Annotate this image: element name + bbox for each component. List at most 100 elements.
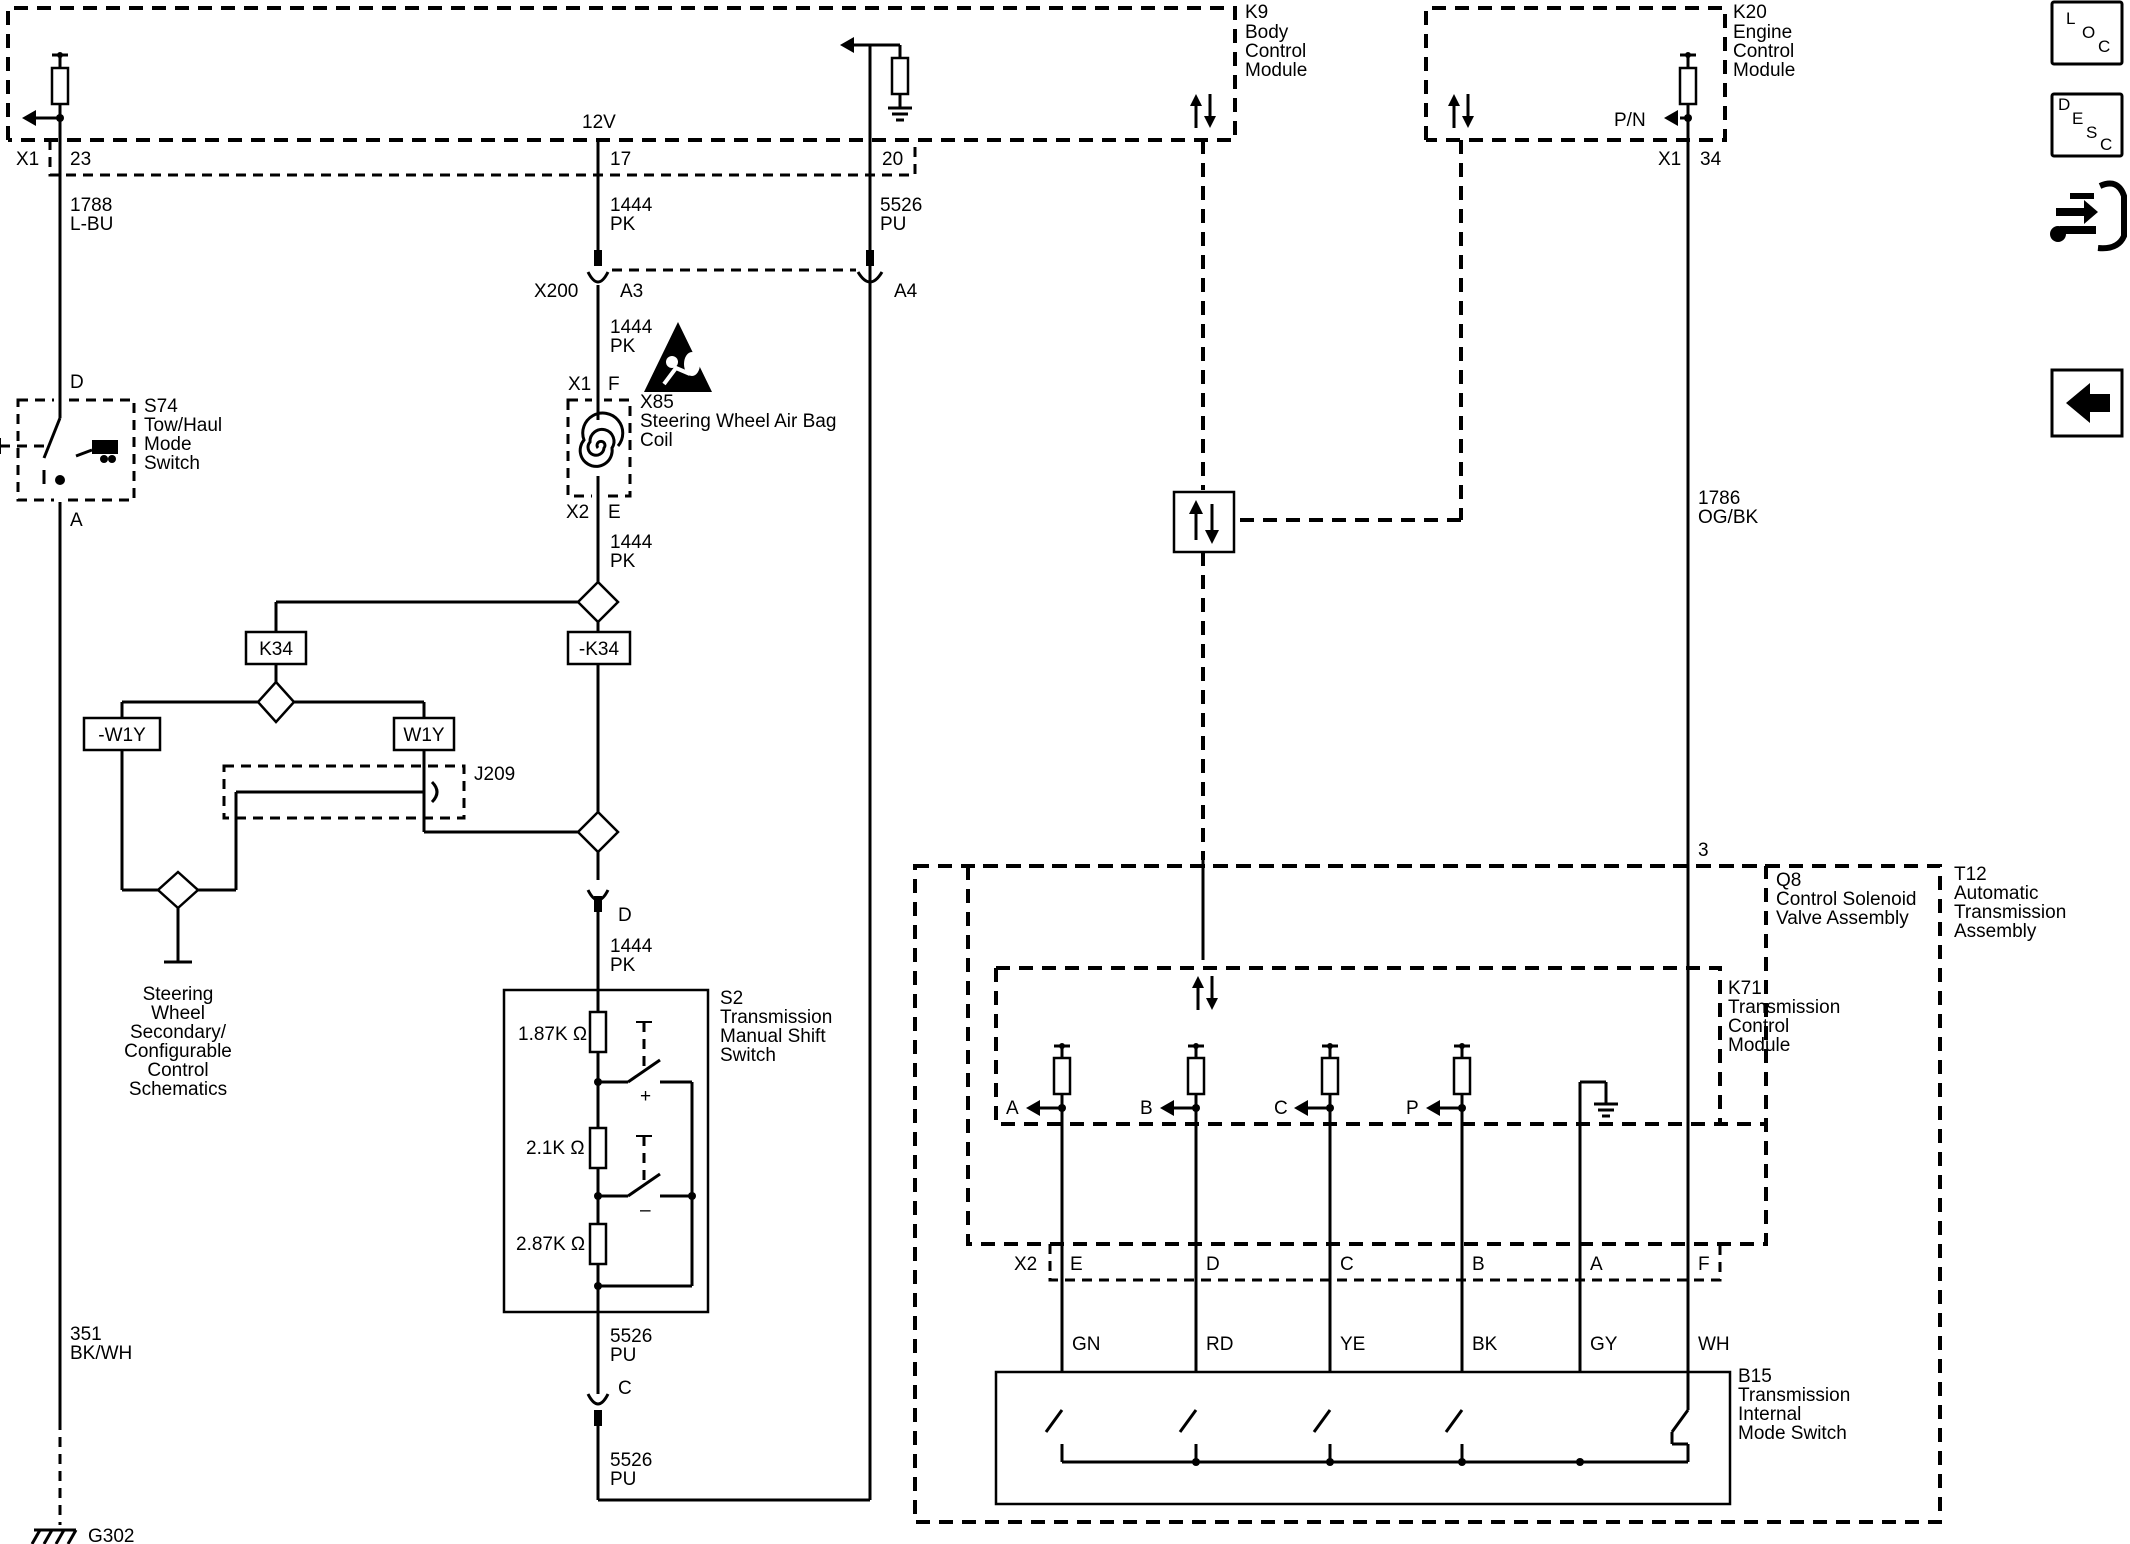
connector-wrench-icon[interactable] bbox=[2050, 180, 2127, 252]
steering-wheel-secondary-note[interactable]: Steering Wheel Secondary/ Configurable C… bbox=[124, 984, 232, 1100]
wire-5526c-color: PU bbox=[610, 1469, 636, 1490]
s2-connector-d bbox=[586, 889, 610, 912]
wire-1444b-color: PK bbox=[610, 336, 636, 357]
plus-sign: + bbox=[640, 1086, 651, 1107]
a3-label: A3 bbox=[620, 281, 643, 302]
j209-label: J209 bbox=[474, 764, 515, 785]
j209-connector[interactable] bbox=[222, 750, 466, 890]
x85-ref: X85 bbox=[640, 392, 674, 413]
k71-line3: Module bbox=[1728, 1035, 1790, 1056]
t12-x2-label: X2 bbox=[1014, 1254, 1037, 1275]
x2-pin-f: F bbox=[1698, 1254, 1710, 1275]
k9-body-control-module[interactable]: K9 Body Control Module bbox=[6, 2, 1307, 142]
wire-gn: GN bbox=[1072, 1334, 1101, 1355]
k20-line2: Control bbox=[1733, 41, 1794, 62]
wire-1788-circuit: 1788 bbox=[70, 195, 112, 216]
x2-pin-e: E bbox=[1070, 1254, 1083, 1275]
q8-control-solenoid-valve-assembly[interactable] bbox=[966, 864, 1768, 1246]
desc-letter-s: S bbox=[2086, 123, 2097, 142]
k20-line3: Module bbox=[1733, 60, 1795, 81]
wire-1444d-color: PK bbox=[610, 955, 636, 976]
back-arrow-icon[interactable] bbox=[2050, 368, 2124, 438]
option-not-w1y[interactable]: -W1Y bbox=[82, 716, 162, 752]
s2-connector-c bbox=[586, 1393, 610, 1426]
wire-1444a-circuit: 1444 bbox=[610, 195, 653, 216]
k9-x1-connector-strip bbox=[48, 140, 917, 177]
x85-steering-wheel-airbag-coil[interactable] bbox=[566, 398, 632, 498]
wire-1786-color: OG/BK bbox=[1698, 507, 1759, 528]
loc-letter-c: C bbox=[2098, 37, 2110, 56]
wire-351-color: BK/WH bbox=[70, 1343, 132, 1364]
t12-line1: Automatic bbox=[1954, 883, 2038, 904]
minus-sign: – bbox=[640, 1200, 651, 1221]
x85-line1: Steering Wheel Air Bag bbox=[640, 411, 836, 432]
pin-20-label: 20 bbox=[882, 149, 903, 170]
wire-1444c-circuit: 1444 bbox=[610, 532, 653, 553]
note-line6: Schematics bbox=[129, 1079, 227, 1100]
wire-5526b-circuit: 5526 bbox=[610, 1326, 652, 1347]
q8-line1: Control Solenoid bbox=[1776, 889, 1916, 910]
k71-output-c bbox=[1294, 1043, 1340, 1410]
k9-line3: Module bbox=[1245, 60, 1307, 81]
s74-line1: Tow/Haul bbox=[144, 415, 222, 436]
wire-5526a-color: PU bbox=[880, 214, 906, 235]
splice-steering-secondary bbox=[156, 870, 200, 910]
k9-data-arrows-icon bbox=[1190, 94, 1216, 128]
k71-out-c: C bbox=[1274, 1098, 1288, 1119]
q8-ref: Q8 bbox=[1776, 870, 1801, 891]
serial-data-gateway-icon[interactable] bbox=[1172, 490, 1236, 554]
s2-line3: Switch bbox=[720, 1045, 776, 1066]
wire-351-circuit: 351 bbox=[70, 1324, 102, 1345]
k20-engine-control-module[interactable]: K20 Engine Control Module bbox=[1424, 2, 1795, 142]
wire-5526c-circuit: 5526 bbox=[610, 1450, 652, 1471]
k71-output-b bbox=[1160, 1043, 1206, 1410]
wire-1786-circuit: 1786 bbox=[1698, 488, 1740, 509]
splice-k34 bbox=[256, 680, 296, 724]
x85-x2-label: X2 bbox=[566, 502, 589, 523]
k9-ref: K9 bbox=[1245, 2, 1268, 23]
s2-line2: Manual Shift bbox=[720, 1026, 826, 1047]
note-line1: Steering bbox=[143, 984, 214, 1005]
t12-ref: T12 bbox=[1954, 864, 1987, 885]
note-line2: Wheel bbox=[151, 1003, 205, 1024]
option-k34[interactable]: K34 bbox=[244, 630, 308, 666]
loc-icon[interactable]: L O C bbox=[2050, 0, 2124, 66]
option-not-k34[interactable]: -K34 bbox=[566, 630, 632, 666]
desc-icon[interactable]: D E S C bbox=[2050, 92, 2124, 158]
x2-pin-c: C bbox=[1340, 1254, 1354, 1275]
wire-gy: GY bbox=[1590, 1334, 1618, 1355]
k9-line2: Control bbox=[1245, 41, 1306, 62]
resistor-2-value: 2.1K Ω bbox=[526, 1138, 585, 1159]
k71-transmission-control-module[interactable] bbox=[994, 966, 1766, 1126]
12v-label: 12V bbox=[582, 112, 616, 133]
s74-pin-d: D bbox=[70, 372, 84, 393]
wire-ye: YE bbox=[1340, 1334, 1365, 1355]
k71-data-arrows-icon bbox=[1192, 976, 1218, 1010]
b15-transmission-internal-mode-switch[interactable] bbox=[994, 870, 1732, 1506]
s74-line2: Mode bbox=[144, 434, 192, 455]
q8-line2: Valve Assembly bbox=[1776, 908, 1909, 929]
t12-x2-connector-strip bbox=[1048, 1244, 1722, 1282]
k71-out-p: P bbox=[1406, 1098, 1419, 1119]
s74-ref: S74 bbox=[144, 396, 178, 417]
airbag-warning-icon bbox=[644, 322, 712, 392]
x200-connector[interactable] bbox=[586, 250, 884, 284]
b15-ref: B15 bbox=[1738, 1366, 1772, 1387]
s74-tow-haul-switch[interactable]: S74 Tow/Haul Mode Switch bbox=[0, 396, 222, 502]
s2-line1: Transmission bbox=[720, 1007, 832, 1028]
pullup-resistor-23 bbox=[22, 52, 70, 126]
wire-wh: WH bbox=[1698, 1334, 1730, 1355]
b15-line2: Internal bbox=[1738, 1404, 1801, 1425]
pulldown-resistor-20 bbox=[840, 37, 912, 1500]
k71-line2: Control bbox=[1728, 1016, 1789, 1037]
k20-data-arrows-icon bbox=[1448, 94, 1474, 128]
loc-letter-l: L bbox=[2066, 9, 2075, 28]
resistor-3-value: 2.87K Ω bbox=[516, 1234, 585, 1255]
option-w1y[interactable]: W1Y bbox=[392, 716, 456, 752]
s2-transmission-manual-shift-switch[interactable]: + – 1.87K Ω 2.1K Ω 2.87K Ω bbox=[502, 988, 710, 1314]
wire-1444b-circuit: 1444 bbox=[610, 317, 653, 338]
s2-ref: S2 bbox=[720, 988, 743, 1009]
x2-pin-d: D bbox=[1206, 1254, 1220, 1275]
k20-x1-label: X1 bbox=[1658, 149, 1681, 170]
pin-17-label: 17 bbox=[610, 149, 631, 170]
